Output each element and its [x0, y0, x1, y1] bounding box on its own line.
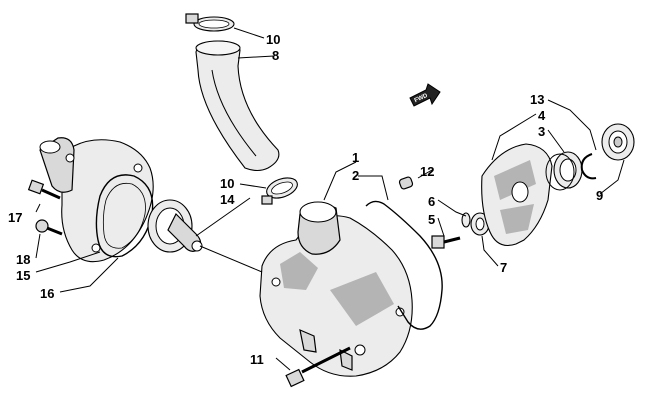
cover-gasket: [95, 174, 154, 258]
impeller: [481, 143, 553, 247]
washer: [461, 212, 471, 228]
thermostat-housing-cover: [39, 137, 154, 263]
screw-17: [27, 179, 61, 200]
callout-11: 11: [250, 352, 264, 367]
callout-17: 17: [8, 210, 22, 225]
callout-3: 3: [538, 124, 545, 139]
water-pump-housing: [259, 201, 413, 377]
callout-18: 18: [16, 252, 30, 267]
seal-ring: [470, 212, 490, 236]
callout-15: 15: [16, 268, 30, 283]
screw-18: [35, 219, 63, 236]
hose-clamp-top: [185, 13, 235, 32]
callout-5: 5: [428, 212, 435, 227]
callout-7: 7: [500, 260, 507, 275]
callout-13: 13: [530, 92, 544, 107]
callout-2: 2: [352, 168, 359, 183]
bearing: [601, 123, 635, 161]
hose-clamp-middle: [261, 177, 298, 205]
dowel-pin: [398, 176, 414, 190]
callout-14: 14: [220, 192, 235, 207]
callout-6: 6: [428, 194, 435, 209]
coolant-hose: [195, 40, 280, 172]
callout-8: 8: [272, 48, 279, 63]
callout-16: 16: [40, 286, 54, 301]
fwd-arrow-label: FWD: [414, 93, 430, 104]
fwd-arrow-icon: FWD: [409, 83, 441, 107]
callout-1: 1: [352, 150, 359, 165]
thermostat: [147, 199, 203, 253]
screw-5: [431, 235, 461, 249]
callout-9: 9: [596, 188, 603, 203]
housing-gasket: [365, 200, 443, 330]
callout-4: 4: [538, 108, 546, 123]
screw-11: [285, 346, 351, 388]
circlip: [580, 153, 597, 180]
callout-10-top: 10: [266, 32, 280, 47]
callout-12: 12: [420, 164, 434, 179]
callout-10-middle: 10: [220, 176, 234, 191]
leader-lines: [35, 27, 625, 371]
callout-labels: 10 8 1 2 12 13 4 3 9 6 5 7 10 14 11 17 1…: [8, 32, 603, 367]
